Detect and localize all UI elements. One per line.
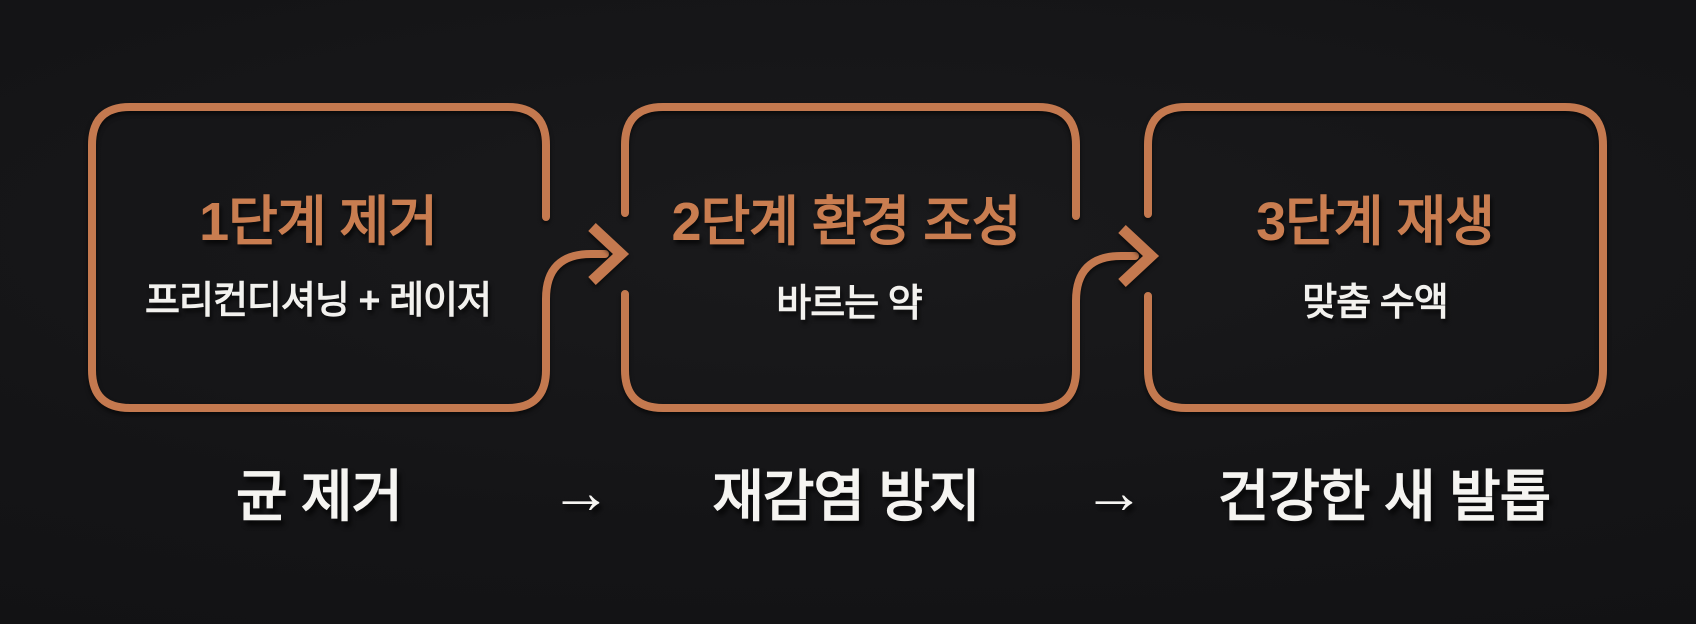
- result-label: 건강한 새 발톱: [1217, 465, 1551, 528]
- step-title: 2단계 환경 조성: [671, 192, 1021, 252]
- arrow-head-icon: [588, 222, 630, 286]
- right-arrow-icon: →: [1083, 458, 1145, 527]
- arrow-head-icon: [1118, 224, 1160, 288]
- step-title: 3단계 재생: [1256, 192, 1495, 252]
- step-box-2: [621, 103, 1160, 412]
- step-box-1: [88, 103, 630, 412]
- result-label: 재감염 방지: [712, 465, 980, 528]
- step-subtitle: 바르는 약: [776, 283, 922, 325]
- step-title: 1단계 제거: [199, 192, 438, 252]
- step-box-3: [1144, 103, 1607, 412]
- step-box-outline-3: [1144, 103, 1607, 412]
- step-box-outline-2: [621, 103, 1139, 412]
- step-subtitle: 프리컨디셔닝 + 레이저: [145, 280, 492, 322]
- step-box-outline-1: [88, 103, 609, 412]
- result-label: 균 제거: [235, 465, 403, 528]
- step-subtitle: 맞춤 수액: [1302, 282, 1448, 324]
- right-arrow-icon: →: [550, 458, 612, 527]
